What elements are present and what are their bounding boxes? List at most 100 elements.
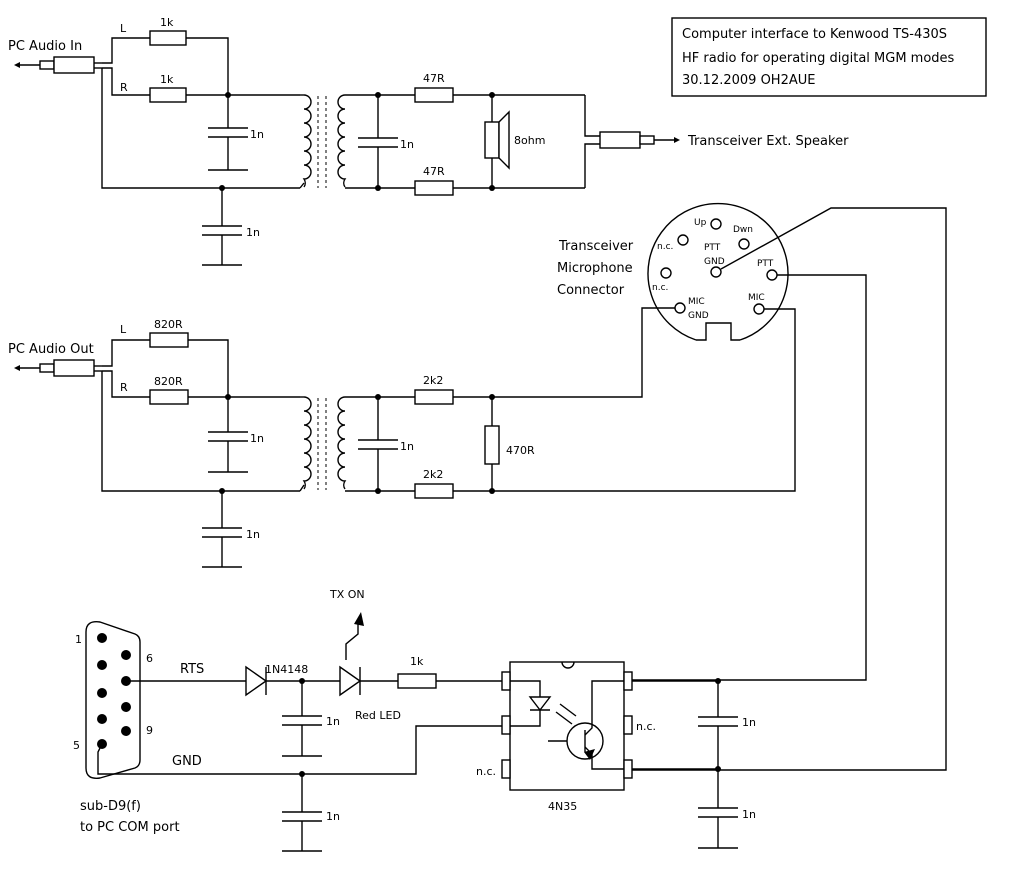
resistor-in-l — [149, 30, 187, 46]
red-led-label: Red LED — [355, 709, 401, 722]
capacitor-gnd — [282, 774, 322, 852]
audio-in-l-label: L — [120, 22, 127, 35]
ptt-section: 1 5 6 9 sub-D9(f) to PC COM port RTS 1N4… — [73, 588, 756, 852]
resistor-2k2-top-value: 2k2 — [423, 374, 443, 387]
mic-pin-up — [710, 218, 722, 230]
title-box: Computer interface to Kenwood TS-430S HF… — [671, 17, 987, 97]
opto-nc-right: n.c. — [636, 720, 656, 733]
resistor-in-r — [149, 87, 187, 103]
title-line-3: 30.12.2009 OH2AUE — [682, 73, 815, 88]
red-led — [339, 612, 364, 697]
mic-pin-mic-gnd — [674, 302, 686, 314]
mic-pin-mic-gnd-label-2: GND — [688, 311, 709, 321]
resistor-2k2-top — [414, 389, 454, 405]
optocoupler-label: 4N35 — [548, 800, 577, 813]
capacitor-out-sec — [358, 397, 398, 491]
mic-pin-nc-1-label: n.c. — [657, 242, 673, 252]
resistor-2k2-bot-value: 2k2 — [423, 468, 443, 481]
capacitor-out-2-value: 1n — [246, 528, 260, 541]
capacitor-ptt-1 — [698, 681, 738, 769]
capacitor-in-sec — [358, 95, 398, 188]
audio-out-r-label: R — [120, 381, 128, 394]
dsub-label-2: to PC COM port — [80, 820, 180, 835]
transformer-in — [299, 94, 347, 189]
resistor-led-value: 1k — [410, 655, 424, 668]
capacitor-out-sec-value: 1n — [400, 440, 414, 453]
opto-nc-left: n.c. — [476, 765, 496, 778]
mic-pin-dwn — [738, 238, 750, 250]
capacitor-ptt-2 — [698, 769, 738, 849]
dsub-pin-5-label: 5 — [73, 739, 80, 752]
resistor-in-r-value: 1k — [160, 73, 174, 86]
resistor-47-top — [414, 87, 454, 103]
transformer-out — [299, 396, 347, 492]
dsub-label-1: sub-D9(f) — [80, 799, 141, 814]
resistor-out-r-value: 820R — [154, 375, 183, 388]
capacitor-rts — [282, 681, 322, 757]
transceiver-speaker-label: Transceiver Ext. Speaker — [687, 134, 849, 149]
capacitor-out-1 — [208, 397, 248, 473]
resistor-out-r — [149, 389, 189, 405]
mic-pin-ptt-gnd — [710, 266, 722, 278]
speaker-out-jack — [599, 131, 680, 149]
resistor-led — [397, 673, 437, 689]
resistor-in-l-value: 1k — [160, 16, 174, 29]
gnd-label: GND — [172, 754, 202, 769]
speaker-8ohm — [484, 95, 510, 188]
capacitor-in-2-value: 1n — [246, 226, 260, 239]
mic-pin-mic — [753, 303, 765, 315]
mic-pin-nc-2-label: n.c. — [652, 283, 668, 293]
mic-pin-nc-2 — [660, 267, 672, 279]
diode-1n4148 — [245, 665, 268, 697]
mic-connector-label-1: Transceiver — [558, 239, 634, 254]
resistor-out-l-value: 820R — [154, 318, 183, 331]
dsub9-connector — [85, 621, 141, 779]
mic-connector-label-2: Microphone — [557, 261, 633, 276]
capacitor-gnd-value: 1n — [326, 810, 340, 823]
speaker-8ohm-value: 8ohm — [514, 134, 545, 147]
ptt-wire — [630, 274, 867, 681]
pc-audio-out-label: PC Audio Out — [8, 342, 94, 357]
dsub-pin-9-label: 9 — [146, 724, 153, 737]
mic-pin-nc-1 — [677, 234, 689, 246]
pc-audio-in-jack — [14, 56, 102, 74]
rts-label: RTS — [180, 662, 204, 677]
mic-pin-up-label: Up — [694, 218, 707, 228]
ptt-gnd-wire — [630, 207, 947, 771]
mic-connector-label-3: Connector — [557, 283, 625, 298]
resistor-2k2-bot — [414, 483, 454, 499]
tx-on-label: TX ON — [329, 588, 365, 601]
title-line-1: Computer interface to Kenwood TS-430S — [682, 27, 947, 42]
audio-in-section: PC Audio In L R 1k 1k 1n — [8, 16, 849, 266]
mic-pin-ptt-gnd-label-2: GND — [704, 257, 725, 267]
capacitor-in-1-value: 1n — [250, 128, 264, 141]
resistor-47-top-value: 47R — [423, 72, 445, 85]
dsub-pin-1-label: 1 — [75, 633, 82, 646]
capacitor-out-1-value: 1n — [250, 432, 264, 445]
resistor-470-value: 470R — [506, 444, 535, 457]
mic-pin-mic-label: MIC — [748, 293, 765, 303]
capacitor-ptt-2-value: 1n — [742, 808, 756, 821]
audio-out-l-label: L — [120, 323, 127, 336]
mic-pin-ptt — [766, 269, 778, 281]
pc-audio-in-label: PC Audio In — [8, 39, 82, 54]
resistor-out-l — [149, 332, 189, 348]
mic-pin-ptt-gnd-label-1: PTT — [704, 243, 721, 253]
audio-out-section: PC Audio Out L R 820R 820R 1n — [8, 307, 796, 568]
capacitor-out-2 — [202, 491, 242, 568]
resistor-47-bot-value: 47R — [423, 165, 445, 178]
optocoupler-4n35 — [501, 661, 633, 791]
diode-label: 1N4148 — [265, 663, 308, 676]
capacitor-in-2 — [202, 188, 242, 266]
capacitor-ptt-1-value: 1n — [742, 716, 756, 729]
resistor-470 — [484, 397, 500, 491]
mic-connector: Transceiver Microphone Connector Up Dwn … — [557, 202, 789, 341]
mic-pin-ptt-label: PTT — [757, 259, 774, 269]
audio-in-r-label: R — [120, 81, 128, 94]
capacitor-in-sec-value: 1n — [400, 138, 414, 151]
mic-pin-mic-gnd-label-1: MIC — [688, 297, 705, 307]
pc-audio-out-jack — [14, 359, 102, 377]
capacitor-rts-value: 1n — [326, 715, 340, 728]
title-line-2: HF radio for operating digital MGM modes — [682, 51, 955, 66]
